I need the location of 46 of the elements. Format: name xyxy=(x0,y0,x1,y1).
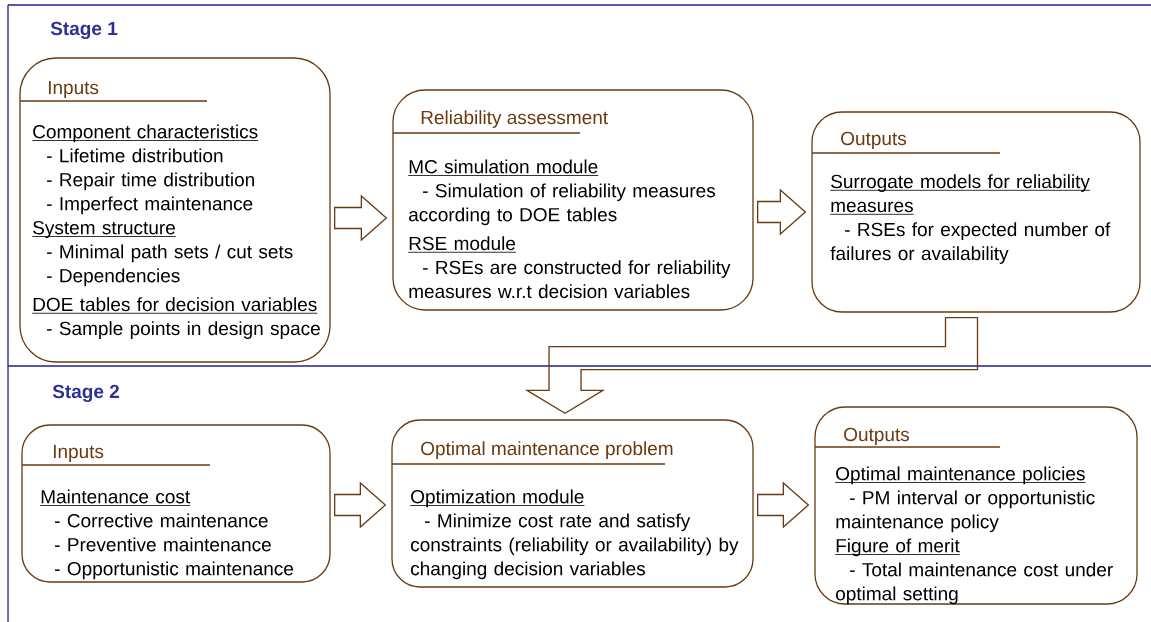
box-heading: Inputs xyxy=(48,80,99,98)
underlined-heading: System structure xyxy=(33,220,175,239)
list-item: - Sample points in design space xyxy=(47,321,320,339)
rounded-box xyxy=(391,419,754,588)
list-item: - Imperfect maintenance xyxy=(47,196,253,215)
list-item: - Lifetime distribution xyxy=(47,148,223,163)
rounded-box xyxy=(392,89,754,311)
stage-panel xyxy=(7,365,1151,622)
underlined-heading: Figure of merit xyxy=(836,538,960,557)
rounded-box xyxy=(19,57,331,363)
block-arrow xyxy=(757,188,807,236)
box-heading: Optimal maintenance problem xyxy=(421,441,673,459)
stage-panel xyxy=(7,4,1151,367)
block-arrow xyxy=(757,481,810,529)
list-item: - RSEs are constructed for reliability measures w.r.t decision variables xyxy=(409,260,731,299)
rounded-box xyxy=(814,406,1138,605)
box-heading: Inputs xyxy=(53,444,104,462)
stage-label: Stage 2 xyxy=(52,384,119,403)
rounded-box xyxy=(811,111,1141,313)
list-item: - Minimize cost rate and satisfy constraints (reliability or availability) by changing decision variables xyxy=(411,513,739,580)
block-arrow xyxy=(524,317,979,415)
underlined-heading: Maintenance cost xyxy=(41,489,190,504)
underlined-heading: Optimal maintenance policies xyxy=(836,466,1085,485)
underlined-heading: RSE module xyxy=(409,236,516,251)
block-arrow xyxy=(334,194,388,242)
underlined-heading: Component characteristics xyxy=(33,124,258,143)
box-heading: Outputs xyxy=(844,427,910,445)
underlined-heading: DOE tables for decision variables xyxy=(33,297,317,312)
list-item: - Minimal path sets / cut sets xyxy=(47,244,293,263)
list-item: - RSEs for expected number of failures or availability xyxy=(830,222,1111,264)
underlined-heading: Optimization module xyxy=(411,489,584,508)
list-item: - Simulation of reliability measures according to DOE tables xyxy=(409,183,715,226)
box-heading: Reliability assessment xyxy=(421,110,608,128)
list-item: - Opportunistic maintenance xyxy=(55,561,294,580)
rounded-box xyxy=(21,424,331,583)
list-item: - PM interval or opportunistic maintenance policy xyxy=(836,490,1095,533)
list-item: - Total maintenance cost under optimal setting xyxy=(836,562,1113,605)
list-item: - Dependencies xyxy=(47,268,180,287)
list-item: - Preventive maintenance xyxy=(55,537,271,552)
stage-label: Stage 1 xyxy=(50,21,118,40)
list-item: - Corrective maintenance xyxy=(55,513,268,528)
list-item: - Repair time distribution xyxy=(47,172,254,191)
underlined-heading: Surrogate models for reliability measures xyxy=(829,174,1090,215)
box-heading: Outputs xyxy=(841,131,907,149)
block-arrow xyxy=(334,481,387,529)
underlined-heading: MC simulation module xyxy=(409,159,598,174)
